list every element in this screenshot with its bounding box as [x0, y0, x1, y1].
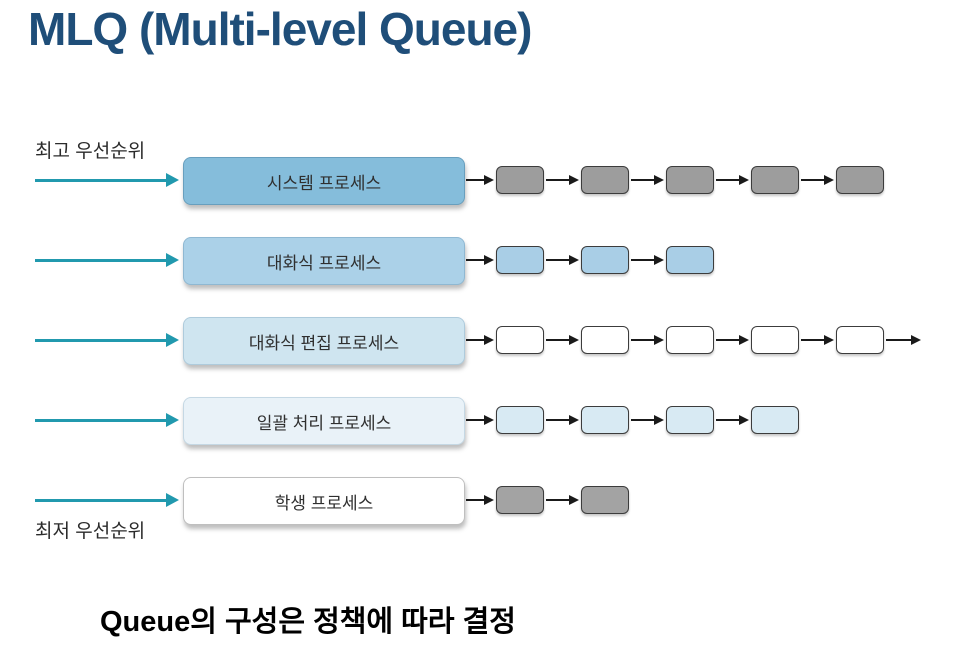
queue-1-link-0-line	[466, 259, 485, 261]
queue-1-link-2-head	[654, 254, 664, 265]
queue-4-link-1-head	[569, 494, 579, 505]
priority-entry-arrow-3-head	[166, 413, 179, 427]
queue-0-link-0-head	[484, 174, 494, 185]
queue-label-0: 시스템 프로세스	[266, 173, 382, 193]
process-node-2-2	[666, 326, 714, 354]
queue-2-link-0-line	[466, 339, 485, 341]
priority-entry-arrow-4-head	[166, 493, 179, 507]
queue-0-link-2-line	[631, 179, 655, 181]
process-node-0-1	[581, 166, 629, 194]
queue-3-link-2-line	[631, 419, 655, 421]
queue-2-link-2-head	[654, 334, 664, 345]
priority-entry-arrow-0-line	[35, 178, 167, 182]
queue-box-3: 일괄 처리 프로세스	[183, 397, 465, 445]
queue-box-2: 대화식 편집 프로세스	[183, 317, 465, 365]
queue-2-link-1-head	[569, 334, 579, 345]
process-node-3-0	[496, 406, 544, 434]
process-node-1-1	[581, 246, 629, 274]
queue-label-1: 대화식 프로세스	[266, 253, 382, 273]
priority-entry-arrow-3-line	[35, 418, 167, 422]
queue-label-2: 대화식 편집 프로세스	[248, 333, 400, 353]
queue-2-link-3-head	[739, 334, 749, 345]
process-node-2-4	[836, 326, 884, 354]
process-node-1-2	[666, 246, 714, 274]
queue-2-link-0-head	[484, 334, 494, 345]
lowest-priority-label: 최저 우선순위	[35, 521, 146, 542]
queue-2-trailing-line	[886, 339, 912, 341]
queue-box-1: 대화식 프로세스	[183, 237, 465, 285]
queue-3-link-1-head	[569, 414, 579, 425]
process-node-4-0	[496, 486, 544, 514]
queue-box-0: 시스템 프로세스	[183, 157, 465, 205]
queue-2-link-4-head	[824, 334, 834, 345]
queue-2-link-4-line	[801, 339, 825, 341]
priority-entry-arrow-2-head	[166, 333, 179, 347]
queue-0-link-1-line	[546, 179, 570, 181]
queue-1-link-2-line	[631, 259, 655, 261]
queue-0-link-0-line	[466, 179, 485, 181]
queue-2-trailing-head	[911, 334, 921, 345]
priority-entry-arrow-4-line	[35, 498, 167, 502]
queue-0-link-1-head	[569, 174, 579, 185]
queue-2-link-2-line	[631, 339, 655, 341]
queue-3-link-3-line	[716, 419, 740, 421]
queue-3-link-0-line	[466, 419, 485, 421]
queue-3-link-0-head	[484, 414, 494, 425]
slide-caption: Queue의 구성은 정책에 따라 결정	[100, 606, 516, 638]
process-node-2-3	[751, 326, 799, 354]
priority-entry-arrow-1-head	[166, 253, 179, 267]
priority-entry-arrow-2-line	[35, 338, 167, 342]
process-node-2-1	[581, 326, 629, 354]
priority-entry-arrow-0-head	[166, 173, 179, 187]
highest-priority-label: 최고 우선순위	[35, 141, 146, 162]
process-node-2-0	[496, 326, 544, 354]
queue-3-link-2-head	[654, 414, 664, 425]
queue-1-link-1-head	[569, 254, 579, 265]
process-node-3-1	[581, 406, 629, 434]
priority-entry-arrow-1-line	[35, 258, 167, 262]
queue-label-4: 학생 프로세스	[274, 493, 374, 513]
queue-0-link-4-head	[824, 174, 834, 185]
queue-0-link-3-line	[716, 179, 740, 181]
process-node-0-2	[666, 166, 714, 194]
queue-box-4: 학생 프로세스	[183, 477, 465, 525]
queue-3-link-3-head	[739, 414, 749, 425]
queue-4-link-0-head	[484, 494, 494, 505]
process-node-1-0	[496, 246, 544, 274]
queue-1-link-0-head	[484, 254, 494, 265]
queue-3-link-1-line	[546, 419, 570, 421]
queue-4-link-0-line	[466, 499, 485, 501]
queue-4-link-1-line	[546, 499, 570, 501]
process-node-0-0	[496, 166, 544, 194]
page-title: MLQ (Multi-level Queue)	[28, 3, 532, 55]
queue-label-3: 일괄 처리 프로세스	[256, 413, 392, 433]
process-node-0-4	[836, 166, 884, 194]
process-node-4-1	[581, 486, 629, 514]
queue-2-link-1-line	[546, 339, 570, 341]
queue-0-link-4-line	[801, 179, 825, 181]
process-node-0-3	[751, 166, 799, 194]
queue-2-link-3-line	[716, 339, 740, 341]
queue-0-link-3-head	[739, 174, 749, 185]
process-node-3-3	[751, 406, 799, 434]
queue-1-link-1-line	[546, 259, 570, 261]
queue-0-link-2-head	[654, 174, 664, 185]
process-node-3-2	[666, 406, 714, 434]
